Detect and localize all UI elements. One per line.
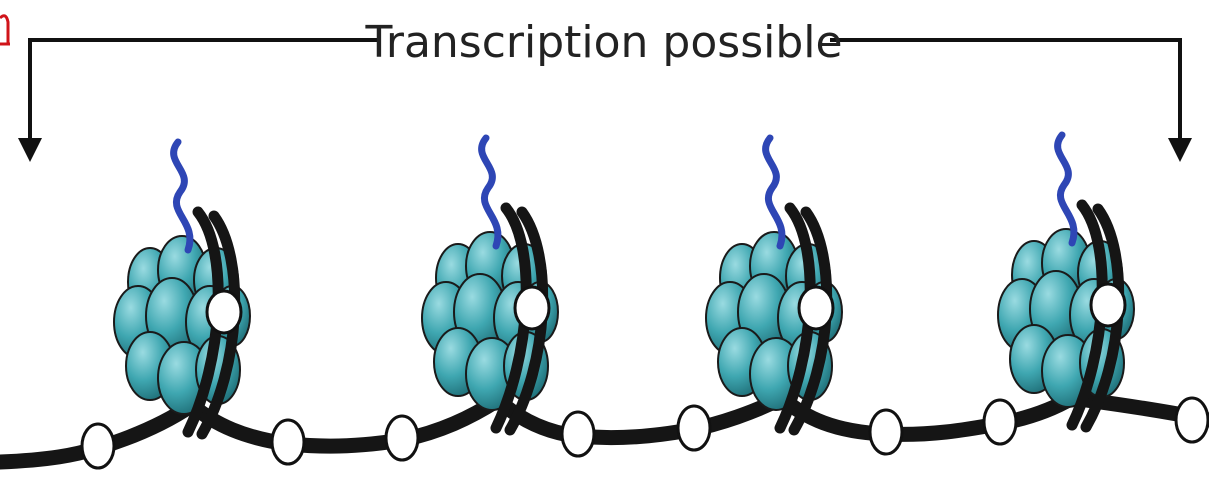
- linker-site: [386, 416, 418, 460]
- right-arrowhead: [1168, 138, 1192, 162]
- linker-site: [678, 406, 710, 450]
- nucleosome: [706, 138, 842, 430]
- modification-site: [515, 287, 549, 329]
- linker-site: [1176, 398, 1208, 442]
- nucleosome: [422, 138, 558, 430]
- histone-tail: [1058, 135, 1074, 243]
- modification-site: [799, 287, 833, 329]
- linker-site: [870, 410, 902, 454]
- modification-site: [207, 291, 241, 333]
- transcription-label: Transcription possible: [364, 17, 842, 68]
- linker-site: [562, 412, 594, 456]
- nucleosome-array: [114, 135, 1134, 434]
- linker-site: [272, 420, 304, 464]
- bracket-left-line: [30, 40, 378, 148]
- nucleosome: [998, 135, 1134, 427]
- histone-tail: [766, 138, 782, 246]
- linker-site: [984, 400, 1016, 444]
- nucleosome: [114, 142, 250, 434]
- red-mark: [0, 16, 10, 44]
- histone-tail: [482, 138, 498, 246]
- linker-site: [82, 424, 114, 468]
- bracket-right-line: [830, 40, 1180, 148]
- modification-site: [1091, 284, 1125, 326]
- left-arrowhead: [18, 138, 42, 162]
- histone-tail: [174, 142, 190, 250]
